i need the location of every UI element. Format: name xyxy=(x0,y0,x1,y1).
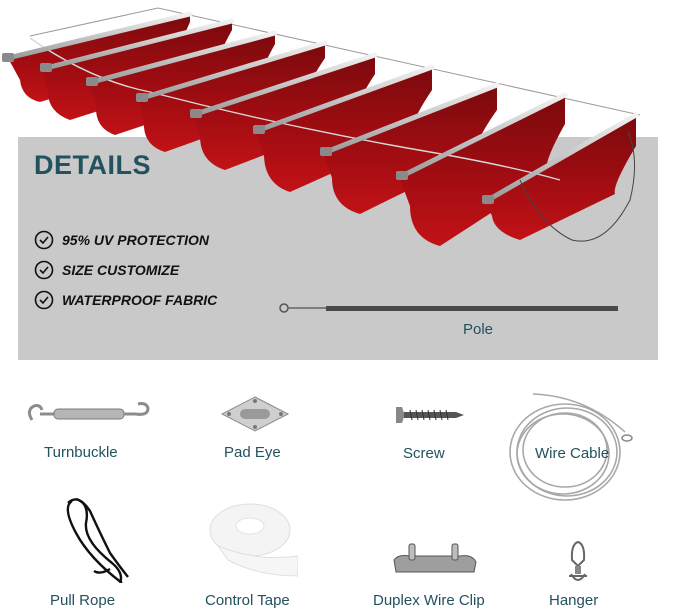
accessory-turnbuckle: Turnbuckle xyxy=(24,400,154,470)
accessory-label: Screw xyxy=(403,445,445,462)
accessory-label: Pull Rope xyxy=(50,592,116,609)
accessory-label: Turnbuckle xyxy=(44,444,118,461)
feature-size-customize: SIZE CUSTOMIZE xyxy=(34,260,179,280)
accessory-control-tape: Control Tape xyxy=(200,500,320,611)
accessory-label: Control Tape xyxy=(205,592,290,609)
accessory-label: Wire Cable xyxy=(535,445,610,462)
accessory-pad-eye: Pad Eye xyxy=(210,395,300,470)
details-title: DETAILS xyxy=(34,150,151,180)
accessory-duplex-wire-clip: Duplex Wire Clip xyxy=(370,542,515,611)
hanger-icon xyxy=(569,540,587,581)
accessory-label: Pad Eye xyxy=(224,444,281,461)
feature-label: SIZE CUSTOMIZE xyxy=(62,262,180,278)
control-tape-icon xyxy=(209,503,298,577)
check-circle-icon xyxy=(34,260,54,280)
check-circle-icon xyxy=(34,230,54,250)
turnbuckle-icon xyxy=(27,402,150,421)
pole-icon xyxy=(279,303,618,313)
wire-cable-icon xyxy=(509,393,633,501)
check-circle-icon xyxy=(34,290,54,310)
accessory-wire-cable: Wire Cable xyxy=(505,390,635,505)
screw-icon xyxy=(396,407,464,423)
feature-label: 95% UV PROTECTION xyxy=(62,232,210,248)
accessory-pull-rope: Pull Rope xyxy=(40,493,150,611)
shade-canopy-illustration xyxy=(2,7,641,246)
feature-label: WATERPROOF FABRIC xyxy=(62,292,218,308)
pad-eye-icon xyxy=(220,396,290,432)
accessory-label: Duplex Wire Clip xyxy=(373,592,485,609)
feature-waterproof-fabric: WATERPROOF FABRIC xyxy=(34,290,217,310)
accessory-screw: Screw xyxy=(390,405,470,470)
feature-uv-protection: 95% UV PROTECTION xyxy=(34,230,209,250)
pole-label: Pole xyxy=(463,321,494,338)
accessory-label: Hanger xyxy=(549,592,599,609)
duplex-wire-clip-icon xyxy=(393,543,477,573)
pull-rope-icon xyxy=(66,497,129,583)
accessory-hanger: Hanger xyxy=(545,540,615,611)
